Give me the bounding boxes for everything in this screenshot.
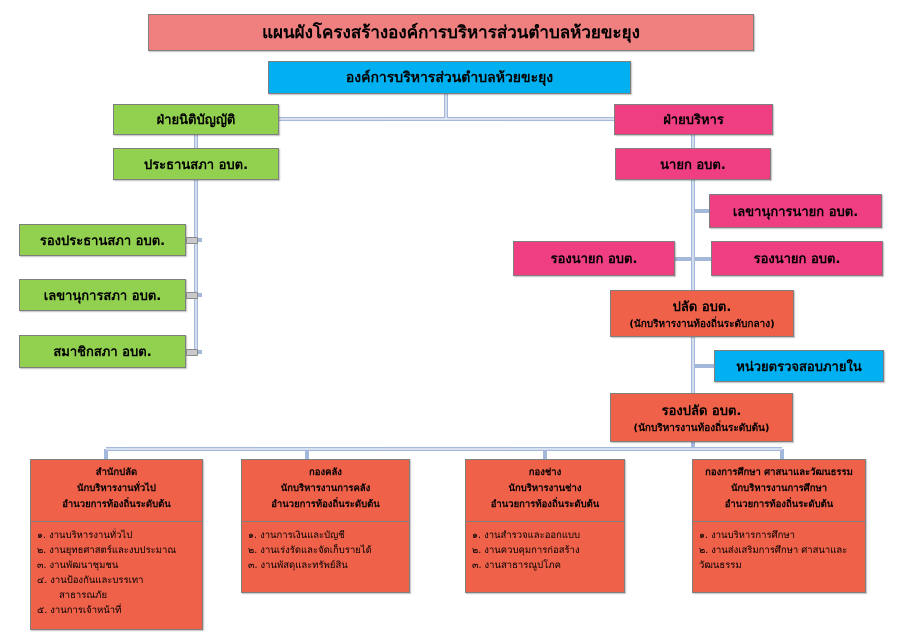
department-divider bbox=[31, 521, 202, 522]
chief-administrator-title: ปลัด อบต. bbox=[672, 299, 732, 315]
department-task-list: ๑. งานการเงินและบัญชี ๒. งานเร่งรัดและจั… bbox=[248, 528, 405, 573]
department-task-list: ๑. งานสำรวจและออกแบบ ๒. งานควบคุมการก่อส… bbox=[472, 528, 620, 573]
department-task: ๒. งานควบคุมการก่อสร้าง bbox=[472, 545, 580, 556]
deputy-mayor-left-box: รองนายก อบต. bbox=[513, 241, 675, 276]
council-chair-label: ประธานสภา อบต. bbox=[143, 157, 249, 173]
chart-title-text: แผนผังโครงสร้างองค์การบริหารส่วนตำบลห้วย… bbox=[262, 23, 640, 43]
department-name: สำนักปลัด bbox=[95, 467, 138, 478]
deputy-mayor-right-label: รองนายก อบต. bbox=[753, 252, 841, 267]
deputy-chief-administrator-title: รองปลัด อบต. bbox=[661, 403, 742, 419]
department-task: ๕. งานการเจ้าหน้าที่ bbox=[37, 605, 122, 616]
council-members-label: สมาชิกสภา อบต. bbox=[53, 345, 152, 360]
council-secretary-label: เลขานุการสภา อบต. bbox=[43, 288, 162, 304]
mayor-secretary-label: เลขานุการนายก อบต. bbox=[732, 204, 859, 220]
department-name: กองคลัง bbox=[309, 467, 342, 478]
department-task: ๑. งานบริหารการศึกษา bbox=[699, 530, 795, 541]
department-level: อำนวยการท้องถิ่นระดับต้น bbox=[490, 499, 600, 510]
department-position: นักบริหารงานการคลัง bbox=[280, 483, 371, 494]
department-position: นักบริหารงานทั่วไป bbox=[77, 483, 156, 494]
department-task: ๒. งานเร่งรัดและจัดเก็บรายได้ bbox=[248, 545, 372, 556]
department-task: ๒. งานยุทธศาสตร์และงบประมาณ bbox=[37, 545, 177, 556]
department-header: กองคลัง นักบริหารงานการคลัง อำนวยการท้อง… bbox=[242, 460, 409, 513]
deputy-chief-administrator-box: รองปลัด อบต. (นักบริหารงานท้องถิ่นระดับต… bbox=[610, 393, 793, 442]
department-name: กองการศึกษา ศาสนาและวัฒนธรรม bbox=[705, 467, 853, 478]
mayor-label: นายก อบต. bbox=[660, 157, 726, 173]
department-box-office: สำนักปลัด นักบริหารงานทั่วไป อำนวยการท้อ… bbox=[30, 459, 203, 630]
internal-audit-label: หน่วยตรวจสอบภายใน bbox=[736, 359, 862, 375]
department-level: อำนวยการท้องถิ่นระดับต้น bbox=[724, 499, 834, 510]
council-secretary-box: เลขานุการสภา อบต. bbox=[19, 279, 186, 311]
council-vice-chair-label: รองประธานสภา อบต. bbox=[39, 233, 166, 249]
department-position: นักบริหารงานช่าง bbox=[508, 483, 582, 494]
council-vice-chair-box: รองประธานสภา อบต. bbox=[19, 224, 186, 256]
legislative-branch-label: ฝ่ายนิติบัญญัติ bbox=[156, 113, 236, 128]
department-divider bbox=[693, 521, 865, 522]
deputy-mayor-left-label: รองนายก อบต. bbox=[550, 252, 638, 267]
department-task: ๔. งานป้องกันและบรรเทา bbox=[37, 575, 144, 586]
department-task: ๓. งานพัสดุและทรัพย์สิน bbox=[248, 560, 348, 571]
chart-title: แผนผังโครงสร้างองค์การบริหารส่วนตำบลห้วย… bbox=[148, 14, 754, 51]
deputy-mayor-right-box: รองนายก อบต. bbox=[711, 241, 883, 276]
mayor-secretary-box: เลขานุการนายก อบต. bbox=[709, 194, 882, 228]
internal-audit-box: หน่วยตรวจสอบภายใน bbox=[714, 350, 884, 382]
department-box-finance: กองคลัง นักบริหารงานการคลัง อำนวยการท้อง… bbox=[241, 459, 410, 593]
top-organization-box: องค์การบริหารส่วนตำบลห้วยขะยุง bbox=[268, 61, 631, 94]
mayor-box: นายก อบต. bbox=[615, 148, 771, 180]
department-task: สาธารณภัย bbox=[59, 590, 108, 601]
department-task: ๒. งานส่งเสริมการศึกษา ศาสนาและ bbox=[699, 545, 848, 556]
department-box-engineering: กองช่าง นักบริหารงานช่าง อำนวยการท้องถิ่… bbox=[465, 459, 625, 593]
executive-branch-box: ฝ่ายบริหาร bbox=[614, 104, 773, 135]
department-task-list: ๑. งานบริหารการศึกษา ๒. งานส่งเสริมการศึ… bbox=[699, 528, 861, 573]
department-divider bbox=[242, 521, 409, 522]
council-members-box: สมาชิกสภา อบต. bbox=[19, 335, 186, 368]
connector-nub bbox=[186, 237, 198, 244]
deputy-chief-administrator-subtitle: (นักบริหารงานท้องถิ่นระดับต้น) bbox=[633, 422, 770, 434]
department-task: ๑. งานสำรวจและออกแบบ bbox=[472, 530, 581, 541]
department-level: อำนวยการท้องถิ่นระดับต้น bbox=[271, 499, 380, 510]
department-task: วัฒนธรรม bbox=[699, 560, 742, 571]
department-position: นักบริหารงานการศึกษา bbox=[730, 483, 828, 494]
department-name: กองช่าง bbox=[528, 467, 562, 478]
connector-nub bbox=[186, 349, 198, 356]
department-level: อำนวยการท้องถิ่นระดับต้น bbox=[62, 499, 171, 510]
department-task: ๓. งานสาธารณูปโภค bbox=[472, 560, 561, 571]
department-header: กองช่าง นักบริหารงานช่าง อำนวยการท้องถิ่… bbox=[466, 460, 624, 513]
executive-branch-label: ฝ่ายบริหาร bbox=[663, 113, 724, 128]
chief-administrator-box: ปลัด อบต. (นักบริหารงานท้องถิ่นระดับกลาง… bbox=[610, 290, 794, 337]
department-task: ๑. งานการเงินและบัญชี bbox=[248, 530, 345, 541]
department-header: กองการศึกษา ศาสนาและวัฒนธรรม นักบริหารงา… bbox=[693, 460, 865, 513]
legislative-branch-box: ฝ่ายนิติบัญญัติ bbox=[113, 104, 279, 135]
connector-nub bbox=[186, 292, 198, 299]
department-header: สำนักปลัด นักบริหารงานทั่วไป อำนวยการท้อ… bbox=[31, 460, 202, 513]
top-organization-label: องค์การบริหารส่วนตำบลห้วยขะยุง bbox=[345, 69, 554, 86]
department-box-education: กองการศึกษา ศาสนาและวัฒนธรรม นักบริหารงา… bbox=[692, 459, 866, 593]
department-task: ๑. งานบริหารงานทั่วไป bbox=[37, 530, 133, 541]
department-divider bbox=[466, 521, 624, 522]
department-task: ๓. งานพัฒนาชุมชน bbox=[37, 560, 119, 571]
council-chair-box: ประธานสภา อบต. bbox=[113, 148, 279, 180]
department-task-list: ๑. งานบริหารงานทั่วไป ๒. งานยุทธศาสตร์แล… bbox=[37, 528, 198, 618]
chief-administrator-subtitle: (นักบริหารงานท้องถิ่นระดับกลาง) bbox=[629, 318, 775, 330]
